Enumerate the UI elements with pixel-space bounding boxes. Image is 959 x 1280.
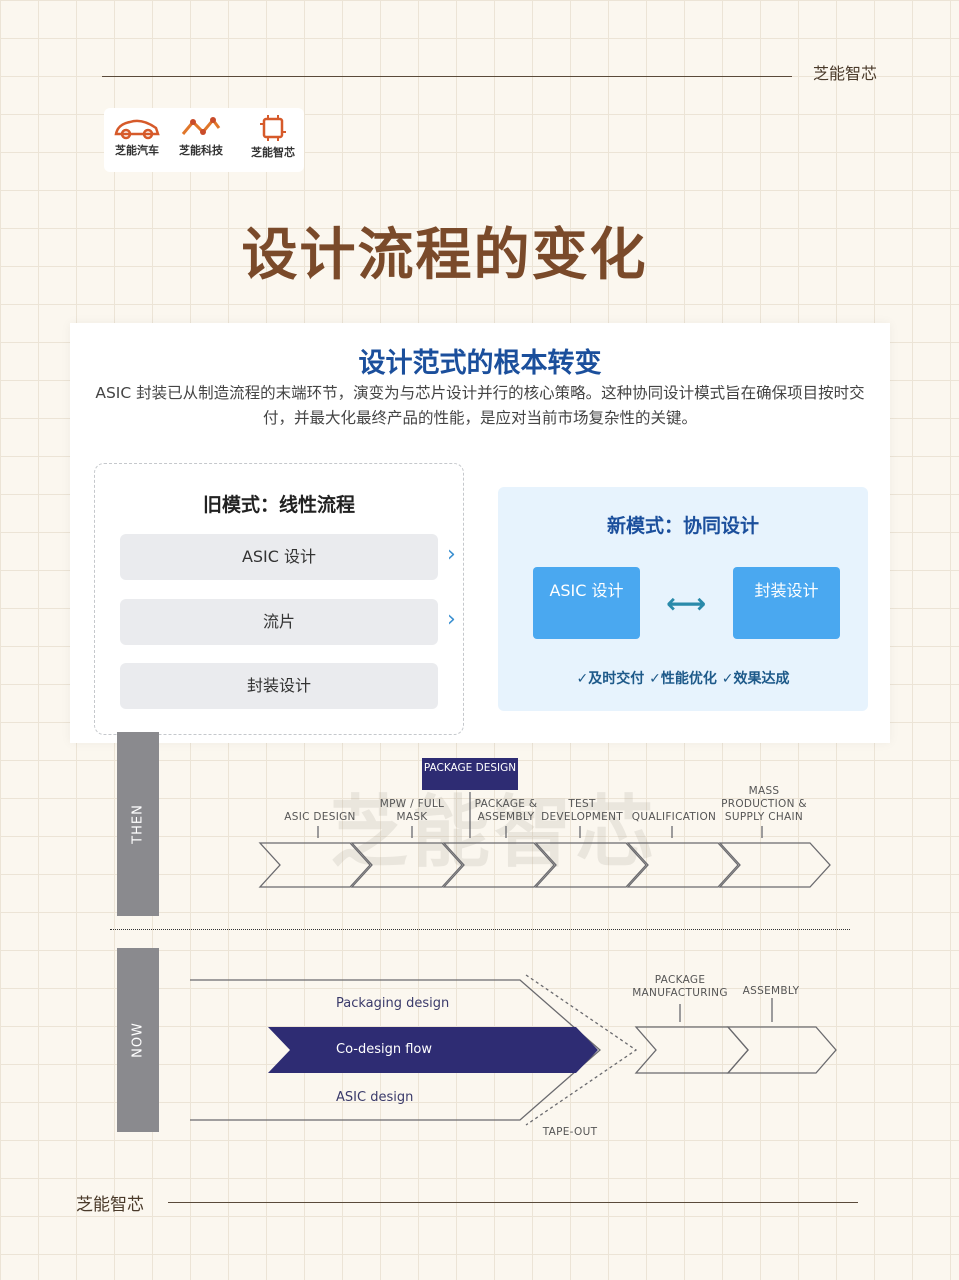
stage-label: QUALIFICATION — [631, 811, 717, 823]
logo-zhineng-auto: 芝能汽车 — [104, 108, 170, 172]
header-rule — [102, 76, 792, 77]
logo-zhineng-tech: 芝能科技 — [168, 108, 234, 172]
page-title: 设计流程的变化 — [241, 223, 648, 288]
now-chevron — [634, 1026, 749, 1074]
stage-label: MPW / FULL MASK — [379, 798, 445, 823]
stage-label: TEST DEVELOPMENT — [541, 798, 623, 823]
then-chevron — [718, 842, 831, 888]
now-chevron — [726, 1026, 837, 1074]
codesign-label: Co-design flow — [336, 1042, 432, 1057]
assembly-label: ASSEMBLY — [742, 985, 800, 997]
old-step-tapeout: 流片 — [120, 599, 438, 645]
old-model-panel: 旧模式：线性流程 ASIC 设计 流片 封装设计 › › — [94, 463, 464, 735]
wave-logo-icon — [181, 117, 221, 135]
logo-strip: 芝能汽车 芝能科技 芝能智芯 — [104, 108, 304, 172]
old-step-asic: ASIC 设计 — [120, 534, 438, 580]
brand-name-top: 芝能智芯 — [813, 64, 878, 83]
footer-rule — [168, 1202, 858, 1203]
logo-label: 芝能科技 — [179, 144, 223, 157]
stage-label: PACKAGE & ASSEMBLY — [474, 798, 538, 823]
logo-label: 芝能汽车 — [115, 144, 159, 157]
codesign-arrow — [268, 1027, 598, 1073]
new-model-title: 新模式：协同设计 — [606, 515, 759, 537]
bidirectional-arrow-icon: ⟷ — [666, 587, 707, 620]
then-chevron — [442, 842, 555, 888]
logo-label: 芝能智芯 — [251, 146, 295, 159]
now-side-label: NOW — [117, 948, 159, 1132]
logo-zhineng-chip: 芝能智芯 — [240, 108, 306, 172]
new-box-package: 封装设计 — [733, 567, 840, 639]
old-model-title: 旧模式：线性流程 — [202, 494, 355, 516]
paradigm-card: 设计范式的根本转变 ASIC 封装已从制造流程的末端环节，演变为与芯片设计并行的… — [70, 323, 890, 743]
then-side-label: THEN — [117, 732, 159, 916]
then-chevron — [534, 842, 647, 888]
new-model-panel: 新模式：协同设计 ASIC 设计 ⟷ 封装设计 ✓及时交付 ✓性能优化 ✓效果达… — [498, 487, 868, 711]
package-manufacturing-label: PACKAGE MANUFACTURING — [632, 974, 728, 999]
card-description: ASIC 封装已从制造流程的末端环节，演变为与芯片设计并行的核心策略。这种协同设… — [95, 384, 865, 427]
package-design-box: PACKAGE DESIGN — [422, 758, 518, 790]
brand-name-bottom: 芝能智芯 — [76, 1195, 144, 1215]
watermark: 芝能智芯 — [330, 788, 659, 878]
car-logo-icon — [114, 119, 160, 140]
chevron-right-icon: › — [447, 607, 456, 632]
then-chevron — [258, 842, 371, 888]
stage-label: MASS PRODUCTION & SUPPLY CHAIN — [721, 785, 807, 823]
old-step-package: 封装设计 — [120, 663, 438, 709]
new-box-asic: ASIC 设计 — [533, 567, 640, 639]
new-model-benefits: ✓及时交付 ✓性能优化 ✓效果达成 — [576, 671, 790, 687]
then-chevron — [350, 842, 463, 888]
section-divider — [110, 929, 850, 930]
stage-label: ASIC DESIGN — [284, 811, 356, 823]
then-chevron — [626, 842, 739, 888]
packaging-design-label: Packaging design — [336, 996, 450, 1011]
chevron-right-icon: › — [447, 542, 456, 567]
tape-out-label: TAPE-OUT — [542, 1126, 598, 1138]
chip-logo-icon — [260, 115, 286, 141]
card-title: 设计范式的根本转变 — [358, 348, 602, 379]
asic-design-label: ASIC design — [336, 1090, 414, 1105]
